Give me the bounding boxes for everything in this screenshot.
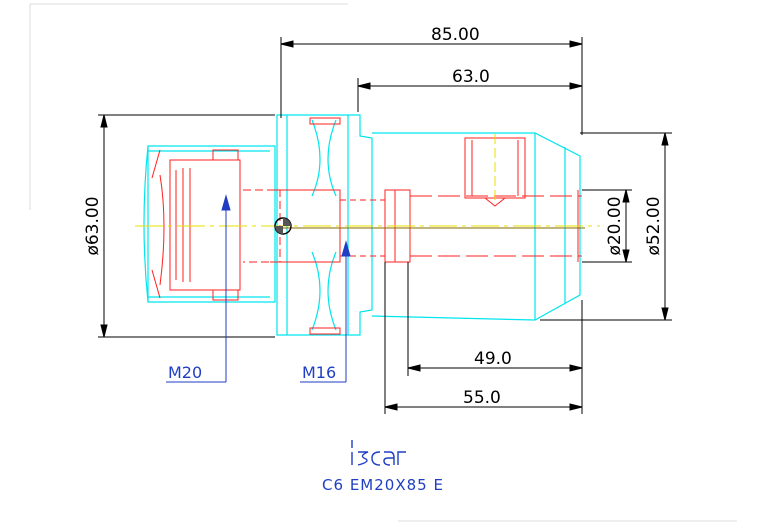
dim-body-length: 63.0: [452, 67, 490, 87]
dimension-lines: [98, 37, 672, 414]
dim-shank-diameter: ø52.00: [644, 196, 664, 255]
iscar-logo: [351, 440, 406, 466]
thread-leaders: [166, 194, 351, 383]
product-code: C6 EM20X85 E: [322, 476, 444, 494]
thread-label-front: M20: [168, 363, 202, 382]
dim-bore-depth: 49.0: [474, 349, 512, 369]
dim-overall-length: 85.00: [431, 25, 480, 45]
dim-shank-length: 55.0: [463, 388, 501, 408]
gauge-point-fill-b: [275, 226, 283, 234]
gauge-point-fill-a: [283, 218, 291, 226]
body-outline: [143, 114, 581, 336]
thread-label-rear: M16: [302, 363, 336, 382]
dim-flange-diameter: ø63.00: [83, 196, 103, 255]
dim-bore-diameter: ø20.00: [605, 196, 625, 255]
centerline: [135, 134, 600, 229]
